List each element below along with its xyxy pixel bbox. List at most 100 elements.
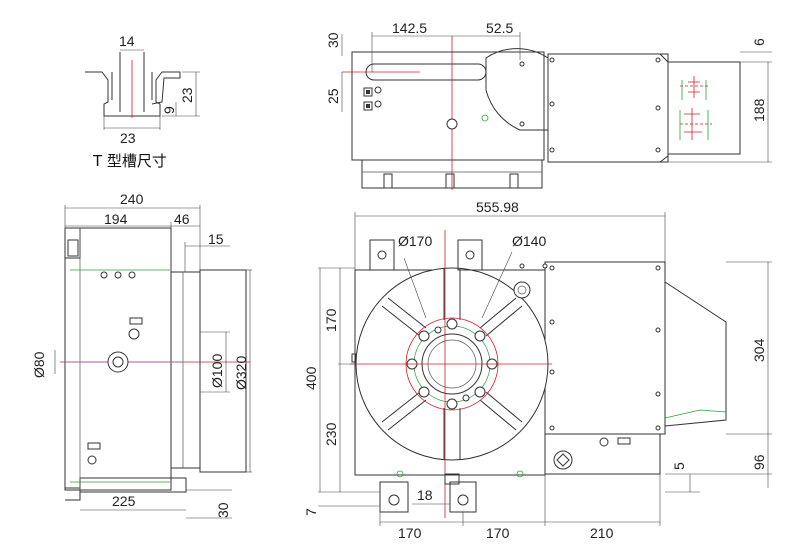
dim-side-flange-thk: 15 — [208, 231, 224, 247]
top-screw — [549, 101, 555, 107]
plan-view: 555.98 Ø170 Ø140 170 230 400 304 96 5 18… — [303, 199, 772, 541]
leader-pcd-140 — [481, 251, 513, 319]
top-pin — [481, 114, 489, 122]
plan-motor — [544, 261, 666, 435]
dim-side-body: 194 — [104, 211, 128, 227]
dim-side-inner: Ø100 — [209, 354, 225, 388]
top-motor-edge — [659, 53, 669, 163]
plan-t-slots — [381, 268, 523, 460]
side-label-plate — [129, 317, 143, 325]
dim-top-gap: 6 — [751, 38, 767, 46]
dim-plan-upper: 170 — [323, 308, 339, 332]
side-bore-inner — [112, 356, 124, 368]
dim-side-flange: 46 — [174, 211, 190, 227]
top-hood — [485, 48, 549, 131]
dim-plan-lower: 230 — [323, 422, 339, 446]
plan-clamp-hole — [377, 250, 387, 260]
dim-t-bottom: 23 — [120, 130, 136, 146]
side-hole — [100, 271, 108, 279]
top-screw — [655, 147, 661, 153]
dim-top-motor: 188 — [751, 98, 767, 122]
side-hole — [128, 328, 140, 340]
plan-clamp-hole — [465, 250, 475, 260]
leader-pcd-170 — [403, 257, 427, 319]
top-screw — [549, 147, 555, 153]
side-hole — [128, 271, 136, 279]
top-switch-fill — [366, 104, 370, 108]
top-screw — [549, 57, 555, 63]
dim-plan-bottom-h: 96 — [751, 454, 767, 470]
plan-foot-hole — [388, 494, 400, 506]
plan-motor-screws — [519, 263, 661, 431]
top-screw — [655, 57, 661, 63]
top-switch — [363, 101, 373, 111]
side-hole — [87, 455, 97, 465]
top-hole — [374, 86, 382, 94]
plan-adjust-screw — [553, 450, 573, 470]
side-label-plate — [87, 442, 101, 450]
plan-clamp — [369, 239, 395, 271]
top-switch-fill — [366, 90, 370, 94]
t-slot-detail: 14 23 23 9 T 型槽尺寸 — [85, 33, 200, 170]
side-top-notch — [67, 239, 79, 257]
top-screw — [519, 121, 525, 127]
top-plate-marks — [679, 76, 712, 140]
plan-motor-cover — [664, 281, 727, 427]
top-screw — [519, 61, 525, 67]
dim-side-bore: Ø80 — [31, 351, 47, 378]
plan-foot-clamp — [379, 481, 409, 513]
plan-foot-hole — [457, 494, 469, 506]
dim-t-top: 14 — [119, 33, 135, 49]
top-foot — [383, 173, 393, 189]
side-hole — [114, 271, 122, 279]
dim-side-outer: Ø320 — [233, 356, 249, 390]
side-flange — [170, 271, 201, 469]
top-foot — [509, 173, 519, 189]
top-screw — [655, 105, 661, 111]
top-center-hole — [446, 118, 458, 130]
side-table — [199, 269, 247, 473]
plan-side-tab — [351, 353, 357, 363]
top-hole — [374, 100, 382, 108]
dim-plan-foot-h: 7 — [303, 508, 319, 516]
dim-plan-right-len: 210 — [590, 525, 614, 541]
dim-side-base-len: 225 — [112, 493, 136, 509]
t-slot-inner — [111, 52, 153, 112]
dim-top-left: 142.5 — [392, 20, 427, 36]
plan-plug-inner — [517, 285, 527, 295]
dim-plan-pcd-170: Ø170 — [398, 233, 432, 249]
plan-hole — [599, 437, 609, 447]
dim-t-neck: 9 — [161, 106, 177, 114]
dim-plan-overall: 555.98 — [476, 199, 519, 215]
dim-top-height: 30 — [325, 32, 341, 48]
top-motor — [547, 53, 669, 163]
plan-clamp — [457, 239, 483, 271]
plan-green-edge — [664, 409, 727, 419]
dim-plan-pitch-a: 170 — [398, 525, 422, 541]
dim-plan-total-h: 400 — [303, 366, 319, 390]
plan-label-plate — [617, 437, 631, 445]
top-foot — [445, 173, 455, 189]
top-view: 142.5 52.5 30 25 6 188 — [325, 20, 772, 190]
plan-pin — [396, 470, 404, 478]
dim-side-total: 240 — [120, 191, 144, 207]
dim-top-slot: 25 — [325, 88, 341, 104]
plan-lower-block — [544, 433, 661, 475]
dim-top-right: 52.5 — [486, 20, 513, 36]
dim-plan-slot-w: 18 — [417, 487, 433, 503]
dim-plan-motor-w: 304 — [751, 338, 767, 362]
dim-t-height: 23 — [179, 87, 195, 103]
side-bottom-block — [65, 487, 81, 501]
t-slot-profile — [85, 71, 181, 117]
dim-plan-pcd-140: Ø140 — [512, 233, 546, 249]
dim-plan-pitch-b: 170 — [486, 525, 510, 541]
t-slot-caption: T 型槽尺寸 — [92, 152, 167, 170]
side-view: 240 194 46 15 Ø80 Ø100 Ø320 225 30 — [31, 191, 252, 519]
plan-plug — [513, 281, 531, 299]
plan-adjust-head — [556, 453, 570, 467]
top-plate — [667, 61, 741, 155]
dim-plan-small: 5 — [671, 462, 687, 470]
dim-side-base-h: 30 — [215, 502, 231, 518]
top-switch — [363, 87, 373, 97]
